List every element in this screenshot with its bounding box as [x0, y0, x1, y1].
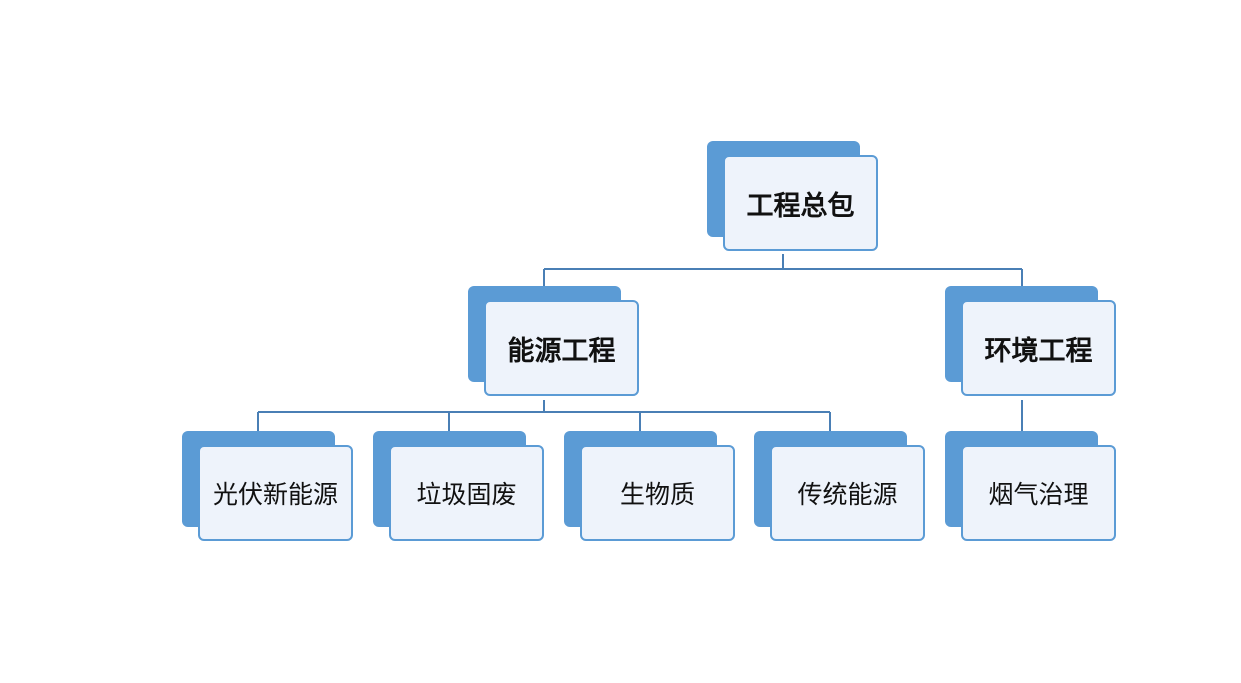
- node-label: 环境工程: [984, 335, 1093, 367]
- node-card: 生物质: [580, 445, 735, 541]
- node-card: 烟气治理: [961, 445, 1116, 541]
- node-label: 烟气治理: [988, 480, 1089, 509]
- node-card: 垃圾固废: [389, 445, 544, 541]
- node-card: 工程总包: [723, 155, 878, 251]
- node-label: 生物质: [619, 480, 695, 509]
- node-card: 传统能源: [770, 445, 925, 541]
- node-card: 光伏新能源: [198, 445, 353, 541]
- node-label: 传统能源: [797, 480, 898, 509]
- node-card: 能源工程: [484, 300, 639, 396]
- node-label: 能源工程: [507, 335, 616, 367]
- node-label: 光伏新能源: [212, 480, 338, 509]
- node-label: 工程总包: [746, 190, 855, 222]
- node-label: 垃圾固废: [416, 480, 517, 509]
- node-card: 环境工程: [961, 300, 1116, 396]
